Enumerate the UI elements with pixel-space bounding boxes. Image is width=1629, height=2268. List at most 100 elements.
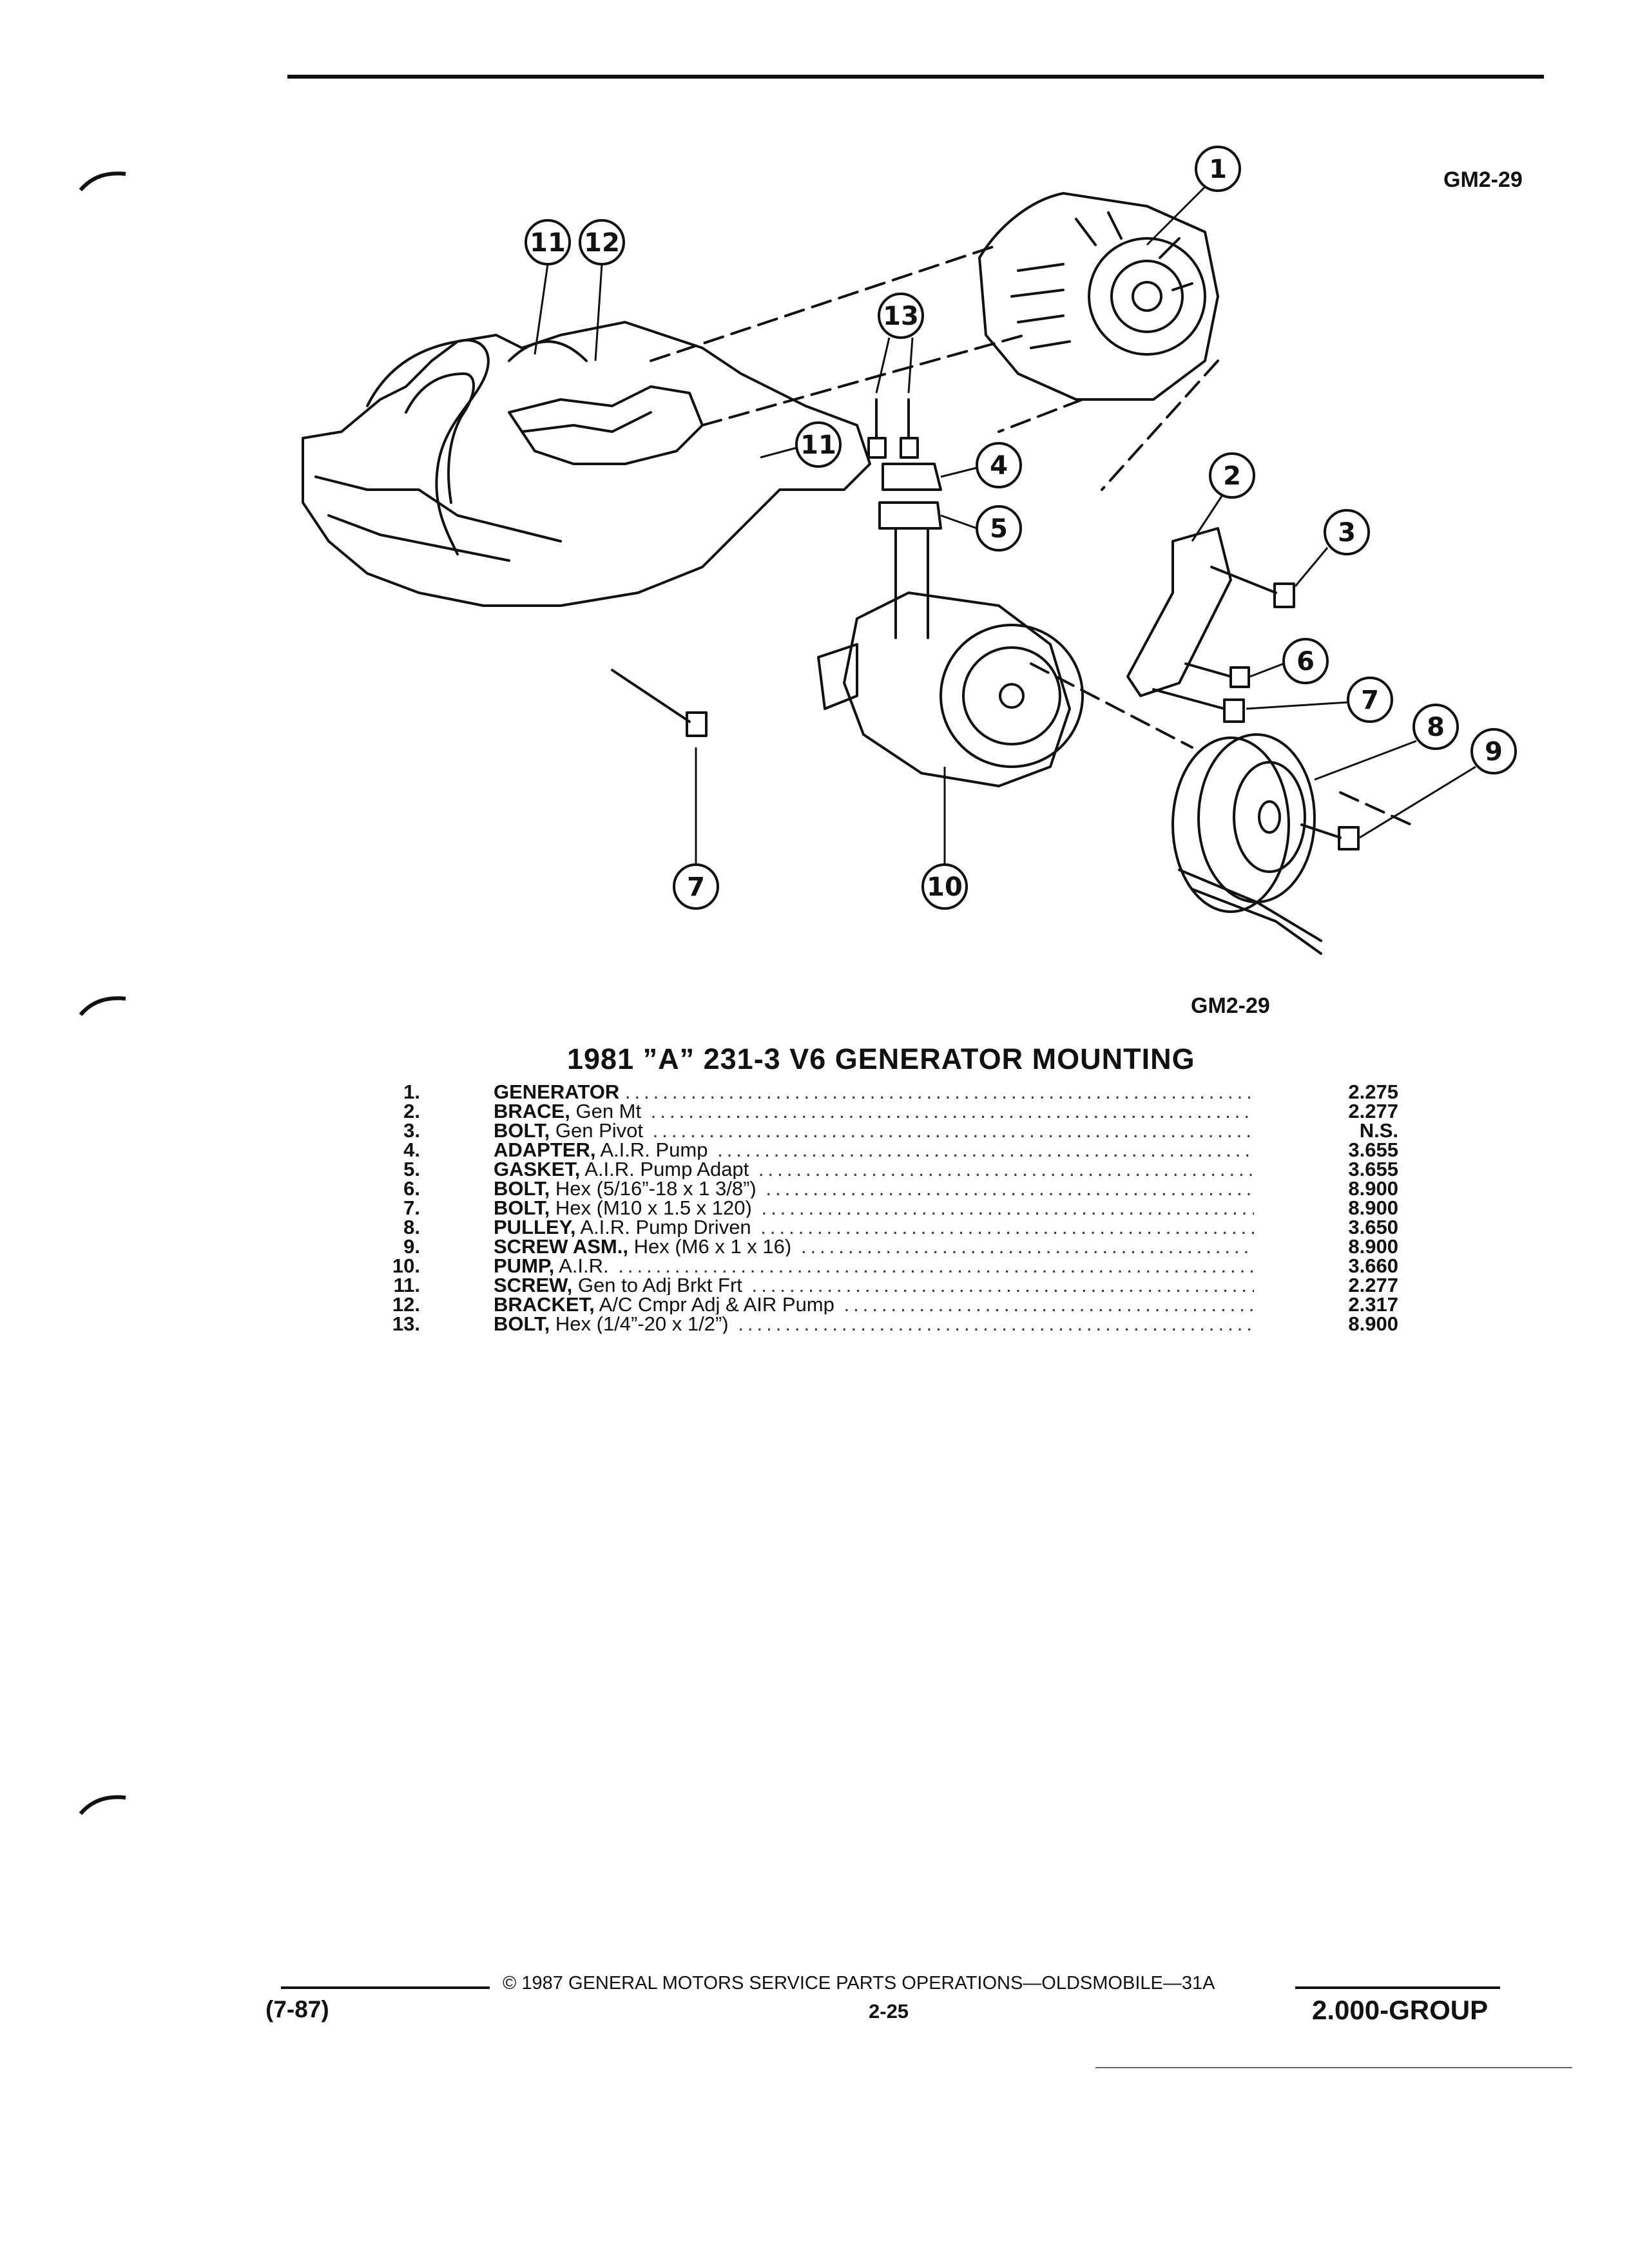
- part-detail: Hex (M6 x 1 x 16): [633, 1237, 792, 1256]
- part-name: SCREW,: [494, 1276, 573, 1295]
- part-row: 8. PULLEY, A.I.R. Pump Driven ...........…: [380, 1216, 1398, 1238]
- bottom-rule: [1095, 2067, 1572, 2068]
- part-number: 3.: [403, 1119, 420, 1142]
- footer-date: (7-87): [265, 1996, 329, 2023]
- svg-text:4: 4: [990, 451, 1008, 481]
- part-description: BRACKET, A/C Cmpr Adj & AIR Pump .......…: [494, 1295, 1254, 1314]
- callout-7-bottom: 7: [673, 747, 719, 910]
- callout-11-mid: 11: [760, 421, 842, 468]
- part-description: BOLT, Hex (1/4”-20 x 1/2”) .............…: [494, 1314, 1254, 1334]
- parts-list: 1.GENERATOR ............................…: [380, 1082, 1398, 1334]
- part-row: 7.BOLT, Hex (M10 x 1.5 x 120) ..........…: [380, 1198, 1398, 1218]
- footer-rule-left: [281, 1986, 490, 1989]
- callout-6: 6: [1249, 638, 1329, 684]
- part-group-code: 3.655: [1348, 1139, 1398, 1161]
- part-name: BOLT,: [494, 1314, 550, 1334]
- dot-leader: ........................................…: [751, 1276, 1254, 1295]
- svg-text:3: 3: [1338, 518, 1356, 548]
- callout-7-right: 7: [1246, 677, 1393, 723]
- part-detail: Hex (M10 x 1.5 x 120): [555, 1198, 752, 1218]
- part-row: 6.BOLT, Hex (5/16”-18 x 1 3/8”) ........…: [380, 1177, 1398, 1200]
- part-detail: Gen to Adj Brkt Frt: [577, 1276, 742, 1295]
- pump-adapter: [882, 463, 942, 491]
- part-description: GASKET, A.I.R. Pump Adapt ..............…: [494, 1160, 1254, 1179]
- ac-bracket: [508, 385, 704, 465]
- svg-text:2: 2: [1223, 461, 1241, 491]
- part-detail: A.I.R. Pump Adapt: [584, 1160, 749, 1179]
- part-group-code: 8.900: [1348, 1235, 1398, 1258]
- part-name: BOLT,: [494, 1198, 550, 1218]
- svg-text:1: 1: [1209, 155, 1227, 184]
- part-row: 9.SCREW ASM., Hex (M6 x 1 x 16) ........…: [380, 1235, 1398, 1258]
- part-name: BRACKET,: [494, 1295, 595, 1314]
- dot-leader: ........................................…: [760, 1218, 1254, 1237]
- figure-code-top: GM2-29: [1443, 168, 1523, 192]
- svg-text:7: 7: [687, 872, 705, 902]
- callout-5: 5: [940, 505, 1022, 552]
- binder-hole-mark: [79, 996, 126, 1016]
- footer-page-number: 2-25: [869, 2000, 909, 2023]
- engine-block: [302, 321, 871, 607]
- svg-text:7: 7: [1361, 686, 1379, 715]
- part-group-code: 2.277: [1348, 1274, 1398, 1296]
- part-name: PULLEY,: [494, 1218, 576, 1237]
- callout-2: 2: [1191, 452, 1255, 542]
- callout-8: 8: [1314, 704, 1459, 781]
- part-group-code: 8.900: [1348, 1177, 1398, 1200]
- part-group-code: 2.277: [1348, 1100, 1398, 1122]
- part-row: 3.BOLT, Gen Pivot ......................…: [380, 1119, 1398, 1142]
- part-description: PUMP, A.I.R. ...........................…: [494, 1256, 1254, 1276]
- svg-text:6: 6: [1296, 647, 1315, 677]
- header-rule: [287, 75, 1544, 79]
- part-name: GASKET,: [494, 1160, 581, 1179]
- part-number: 6.: [403, 1177, 420, 1200]
- part-group-code: 8.900: [1348, 1196, 1398, 1219]
- part-number: 12.: [392, 1293, 420, 1316]
- part-description: PULLEY, A.I.R. Pump Driven .............…: [494, 1218, 1254, 1237]
- part-group-code: 8.900: [1348, 1312, 1398, 1335]
- part-name: PUMP,: [494, 1256, 555, 1276]
- pump-gasket: [878, 501, 942, 530]
- part-description: BRACE, Gen Mt ..........................…: [494, 1102, 1254, 1121]
- part-detail: Hex (5/16”-18 x 1 3/8”): [555, 1179, 757, 1198]
- page-title: 1981 ”A” 231-3 V6 GENERATOR MOUNTING: [567, 1043, 1195, 1075]
- part-number: 11.: [393, 1274, 420, 1296]
- binder-hole-mark: [79, 171, 126, 191]
- svg-text:10: 10: [927, 872, 963, 902]
- part-number: 2.: [403, 1100, 420, 1122]
- air-pump: [817, 591, 1084, 787]
- part-number: 1.: [403, 1081, 420, 1103]
- generator: [978, 192, 1219, 401]
- callout-12: 12: [579, 219, 625, 361]
- callout-11-top: 11: [525, 219, 571, 355]
- dot-leader: ........................................…: [800, 1237, 1254, 1256]
- callout-4: 4: [940, 442, 1022, 488]
- part-group-code: 2.317: [1348, 1293, 1398, 1316]
- binder-hole-mark: [79, 1795, 126, 1815]
- part-detail: A.I.R.: [559, 1256, 609, 1276]
- part-name: SCREW ASM.,: [494, 1237, 628, 1256]
- dot-leader: ........................................…: [738, 1314, 1254, 1334]
- figure-code-bottom: GM2-29: [1191, 994, 1270, 1018]
- part-row: 11. SCREW, Gen to Adj Brkt Frt ..........…: [380, 1274, 1398, 1296]
- part-row: 4.ADAPTER, A.I.R. Pump .................…: [380, 1140, 1398, 1160]
- svg-text:9: 9: [1485, 737, 1503, 767]
- part-name: BRACE,: [494, 1102, 570, 1121]
- part-detail: A/C Cmpr Adj & AIR Pump: [599, 1295, 834, 1314]
- intake-hose: [366, 339, 490, 555]
- part-number: 5.: [403, 1158, 420, 1180]
- part-description: BOLT, Hex (M10 x 1.5 x 120) ............…: [494, 1198, 1254, 1218]
- part-description: SCREW, Gen to Adj Brkt Frt .............…: [494, 1276, 1254, 1295]
- part-row: 2. BRACE, Gen Mt ........................…: [380, 1100, 1398, 1122]
- part-group-code: 3.650: [1348, 1216, 1398, 1238]
- part-number: 8.: [403, 1216, 420, 1238]
- part-group-code: 2.275: [1348, 1081, 1398, 1103]
- callout-1: 1: [1146, 146, 1241, 246]
- part-name: BOLT,: [494, 1121, 550, 1140]
- callout-13: 13: [875, 293, 924, 394]
- part-number: 13.: [392, 1312, 420, 1335]
- svg-text:12: 12: [584, 228, 620, 258]
- dot-leader: ........................................…: [766, 1179, 1254, 1198]
- part-description: SCREW ASM., Hex (M6 x 1 x 16) ..........…: [494, 1237, 1254, 1256]
- part-row: 12. BRACKET, A/C Cmpr Adj & AIR Pump ....…: [380, 1293, 1398, 1316]
